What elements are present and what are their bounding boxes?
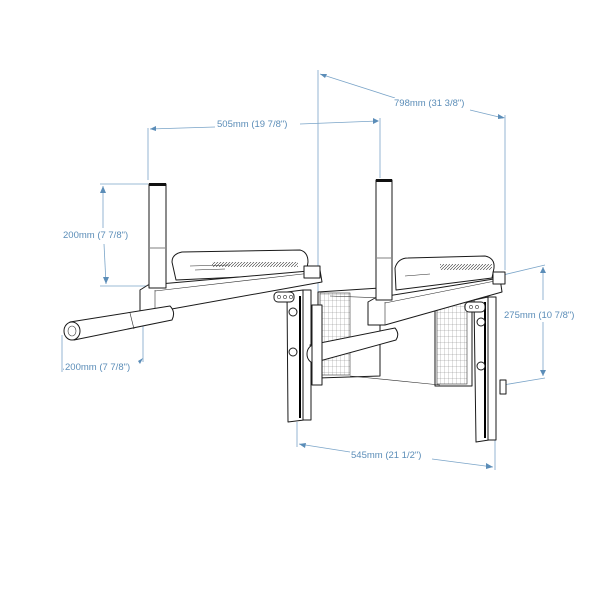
dim-label-handle-height: 200mm (7 7/8") <box>62 230 130 241</box>
dim-label-leg-spacing: 545mm (21 1/2") <box>350 450 423 461</box>
center-leg <box>311 304 323 386</box>
dim-label-handle-spacing: 505mm (19 7/8") <box>216 119 289 130</box>
dimension-lines <box>61 70 546 470</box>
dim-label-mount-height: 275mm (10 7/8") <box>503 310 576 321</box>
dim-label-handle-extension: 200mm (7 7/8") <box>64 362 132 373</box>
right-arm <box>306 179 507 443</box>
dim-label-overall-depth: 798mm (31 3/8") <box>393 98 466 109</box>
